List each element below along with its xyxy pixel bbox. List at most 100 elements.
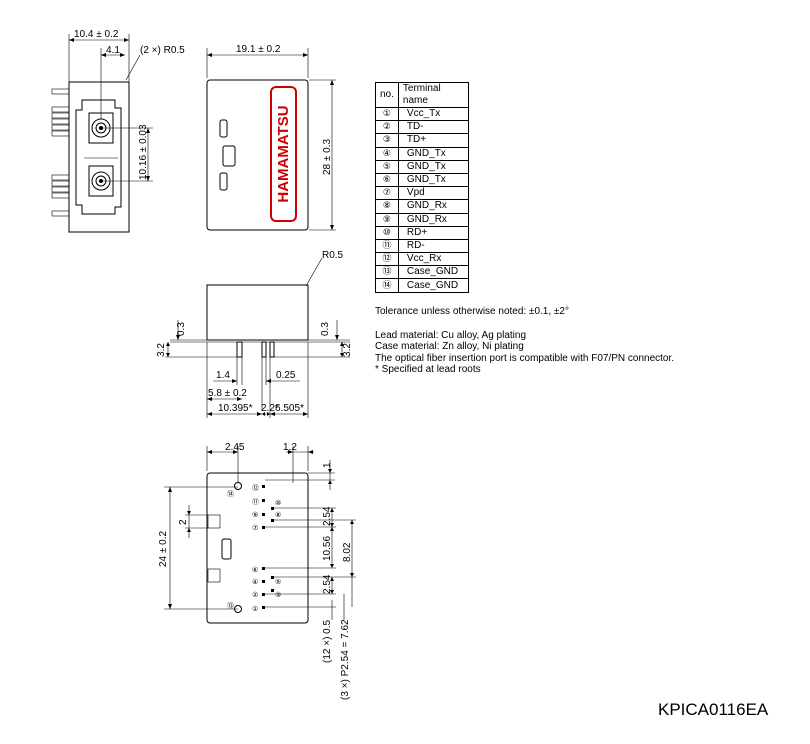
front-view: HAMAMATSU 19.1 ± 0.2 28 ± 0.3: [206, 44, 336, 231]
pin-marker-11: ⑪: [252, 498, 259, 506]
terminal-table-header: no. Terminal name: [375, 82, 469, 108]
pin-marker-1: ①: [252, 605, 258, 613]
dim-pitch-10-16: 10.16 ± 0.03: [138, 124, 149, 180]
terminal-name: GND_Rx: [397, 212, 469, 227]
lead-right: [269, 341, 275, 358]
terminal-name: Vpd: [397, 186, 469, 201]
dim-10-56: 10.56: [322, 536, 333, 561]
dim-lead-width: (12 ×) 0.5: [322, 619, 333, 663]
side-view: 10.4 ± 0.2 4.1 (2 ×) R0.5 10.16 ± 0.03: [51, 29, 185, 233]
terminal-name: RD-: [397, 238, 469, 254]
terminal-no: ③: [375, 133, 399, 148]
pin-marker-13: ⑬: [227, 602, 234, 610]
dim-2-2: 2.2*: [261, 403, 279, 414]
terminal-no: ⑦: [375, 186, 399, 201]
dim-0-25: 0.25: [276, 370, 296, 381]
terminal-name: TD+: [397, 133, 469, 148]
pin-marker-7: ⑦: [252, 524, 258, 532]
dim-lead-right: 3.2: [342, 343, 353, 357]
dim-radius-2x: (2 ×) R0.5: [140, 45, 185, 56]
note-tolerance: Tolerance unless otherwise noted: ±0.1, …: [375, 306, 569, 317]
dim-6-505: 6.505*: [275, 403, 304, 414]
dim-1-4: 1.4: [216, 370, 230, 381]
pin-marker-6: ⑥: [252, 566, 258, 574]
lead-left: [236, 341, 243, 358]
dim-standoff-right: 0.3: [320, 322, 331, 336]
dim-10-395: 10.395*: [218, 403, 253, 414]
dim-5-8: 5.8 ± 0.2: [208, 388, 247, 399]
dim-2-54-lower: 2.54: [322, 574, 333, 594]
pin-marker-9: ⑨: [252, 511, 258, 519]
pin-marker-3: ③: [275, 591, 281, 599]
pin-marker-8: ⑧: [275, 511, 281, 519]
terminal-name: GND_Tx: [397, 172, 469, 188]
lead-view-body: [206, 284, 309, 341]
terminal-name: Case_GND: [397, 278, 469, 293]
brand-label: [270, 86, 297, 222]
dim-standoff-left: 0.3: [176, 322, 187, 336]
dim-4-1: 4.1: [106, 45, 120, 56]
terminal-no: ⑩: [375, 225, 399, 240]
note-footnote: * Specified at lead roots: [375, 364, 481, 375]
terminal-name: TD-: [397, 120, 469, 135]
terminal-name: Vcc_Tx: [397, 106, 469, 122]
terminal-no: ①: [375, 106, 399, 122]
dim-8-02: 8.02: [342, 542, 353, 562]
dim-pitch-3x: (3 ×) P2.54 = 7.62: [340, 619, 351, 700]
terminal-name: GND_Tx: [397, 159, 469, 174]
terminal-no: ②: [375, 120, 399, 135]
pin-marker-14: ⑭: [227, 490, 234, 498]
note-fiber-compat: The optical fiber insertion port is comp…: [375, 352, 675, 364]
dim-1: 1: [322, 462, 333, 468]
terminal-no: ⑬: [375, 265, 399, 280]
pin-marker-12: ⑫: [252, 484, 259, 492]
dim-radius-r05: R0.5: [322, 250, 344, 261]
dim-24: 24 ± 0.2: [158, 530, 169, 567]
drawing-code: KPICA0116EA: [658, 700, 769, 719]
header-no: no.: [375, 82, 399, 108]
dim-2-45: 2.45: [225, 442, 245, 453]
terminal-no: ⑨: [375, 212, 399, 227]
terminal-name: RD+: [397, 225, 469, 240]
terminal-no: ⑭: [375, 278, 399, 293]
terminal-name: GND_Tx: [397, 146, 469, 161]
brand-logo: HAMAMATSU: [275, 105, 292, 202]
pin-markers: ⑭ ⑫ ⑪ ⑩ ⑨ ⑧ ⑦ ⑥ ④ ⑤ ② ③ ① ⑬: [227, 484, 281, 613]
terminal-name: Case_GND: [397, 265, 469, 280]
dim-width-front: 19.1 ± 0.2: [236, 44, 281, 55]
terminal-no: ⑪: [375, 238, 399, 254]
bottom-view-body: [206, 472, 309, 624]
bottom-view: ⑭ ⑫ ⑪ ⑩ ⑨ ⑧ ⑦ ⑥ ④ ⑤ ② ③ ① ⑬: [158, 442, 356, 700]
pin-marker-2: ②: [252, 591, 258, 599]
note-case-material: Case material: Zn alloy, Ni plating: [375, 341, 524, 352]
side-view-body: [68, 81, 130, 233]
terminal-no: ⑥: [375, 172, 399, 188]
lead-view: R0.5 0.3 3.2 0.3 3.2 1.4: [156, 250, 353, 418]
dim-1-2: 1.2: [283, 442, 297, 453]
terminal-no: ⑧: [375, 199, 399, 214]
dim-lead-left: 3.2: [156, 343, 167, 357]
front-view-body: [206, 79, 309, 231]
terminal-no: ⑫: [375, 252, 399, 267]
terminal-no: ⑤: [375, 159, 399, 174]
dim-height-28: 28 ± 0.3: [322, 138, 333, 175]
pin-marker-10: ⑩: [275, 499, 281, 507]
note-lead-material: Lead material: Cu alloy, Ag plating: [375, 329, 527, 341]
pin-marker-5: ⑤: [275, 578, 281, 586]
header-terminal-name: Terminal name: [397, 82, 469, 108]
connector-housing: [75, 99, 122, 215]
